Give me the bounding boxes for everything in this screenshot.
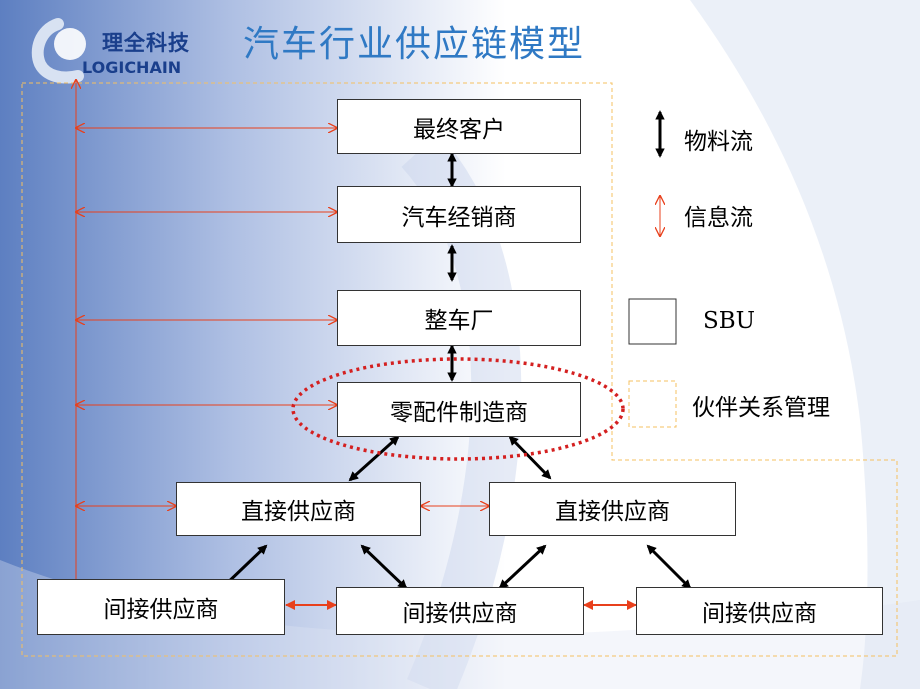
page-title: 汽车行业供应链模型 [243, 24, 586, 65]
node-end-customer: 最终客户 [337, 99, 581, 154]
legend-sbu-box [628, 298, 677, 345]
node-dealer: 汽车经销商 [337, 186, 581, 243]
node-direct-supplier-left: 直接供应商 [176, 482, 421, 536]
legend-partner-box [628, 380, 677, 428]
node-oem: 整车厂 [337, 290, 581, 346]
legend-sbu: SBU [703, 308, 756, 334]
logo-company-en: LOGICHAIN [82, 58, 182, 77]
legend-partner-mgmt: 伙伴关系管理 [692, 395, 830, 421]
node-parts-maker: 零配件制造商 [337, 382, 581, 437]
legend-material-flow: 物料流 [684, 129, 753, 155]
partner-region [21, 82, 898, 657]
node-indirect-supplier-left: 间接供应商 [37, 579, 285, 635]
node-indirect-supplier-mid: 间接供应商 [336, 587, 584, 635]
logo-company-cn: 理全科技 [102, 31, 190, 55]
node-direct-supplier-right: 直接供应商 [489, 482, 736, 536]
legend-info-flow: 信息流 [684, 205, 753, 231]
node-indirect-supplier-right: 间接供应商 [636, 587, 883, 635]
